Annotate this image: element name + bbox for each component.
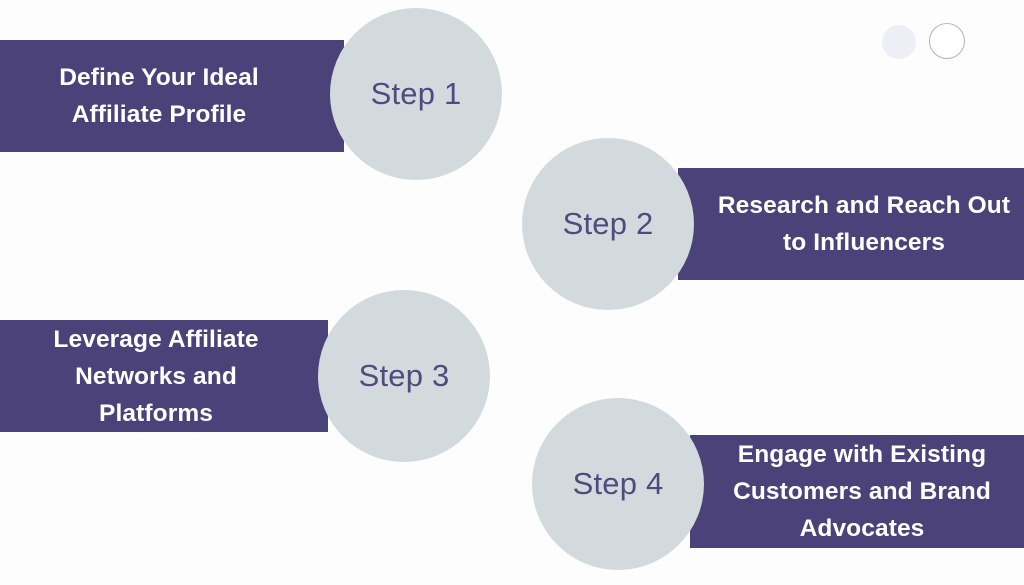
step-title-1: Define Your Ideal Affiliate Profile xyxy=(59,64,259,128)
step-badge-2: Step 2 xyxy=(562,206,654,241)
decorative-outline-circle-icon xyxy=(929,23,965,59)
step-circle-4: Step 4 xyxy=(532,398,704,570)
step-bar-4: Engage with Existing Customers and Brand… xyxy=(690,435,1024,548)
step-bar-3: Leverage Affiliate Networks and Platform… xyxy=(0,320,328,432)
step-title-2: Research and Reach Out to Influencers xyxy=(717,192,1011,256)
step-bar-1: Define Your Ideal Affiliate Profile xyxy=(0,40,344,152)
step-title-4: Engage with Existing Customers and Brand… xyxy=(733,441,991,542)
step-title-3: Leverage Affiliate Networks and Platform… xyxy=(53,325,259,427)
step-circle-1: Step 1 xyxy=(330,8,502,180)
step-circle-3: Step 3 xyxy=(318,290,490,462)
decorative-filled-circle-icon xyxy=(882,25,916,59)
step-bar-2: Research and Reach Out to Influencers xyxy=(678,168,1024,280)
step-badge-3: Step 3 xyxy=(358,358,450,393)
step-circle-2: Step 2 xyxy=(522,138,694,310)
step-badge-4: Step 4 xyxy=(572,466,664,501)
step-badge-1: Step 1 xyxy=(370,76,462,111)
